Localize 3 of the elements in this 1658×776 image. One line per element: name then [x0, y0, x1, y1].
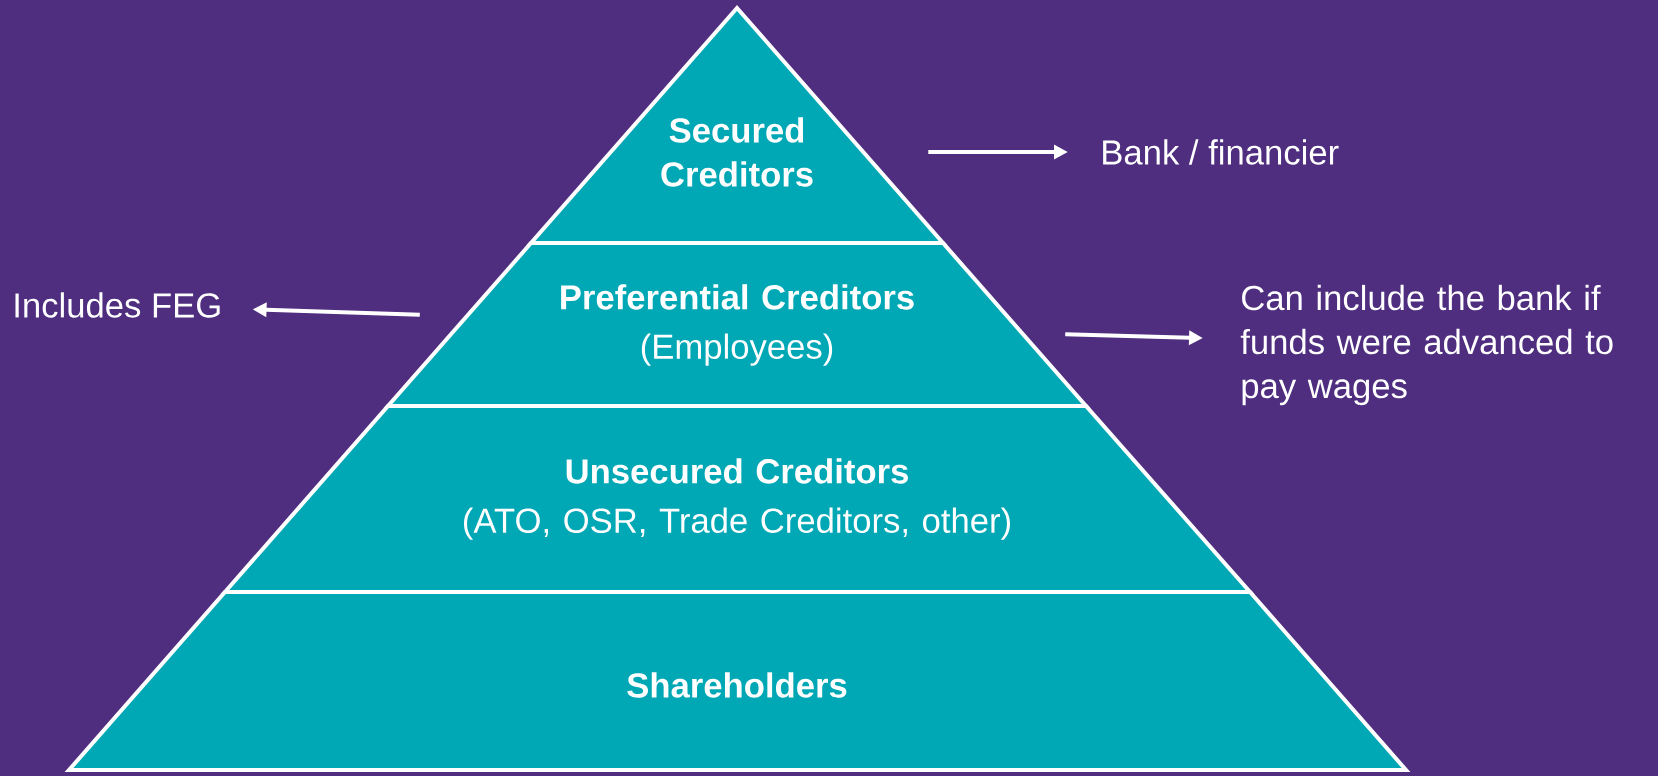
note-text: Includes FEG: [15, 292, 220, 318]
note-text: Can include the bank if funds were advanced to pay wages: [1240, 284, 1613, 406]
note-text: Bank / financier: [1103, 139, 1339, 165]
